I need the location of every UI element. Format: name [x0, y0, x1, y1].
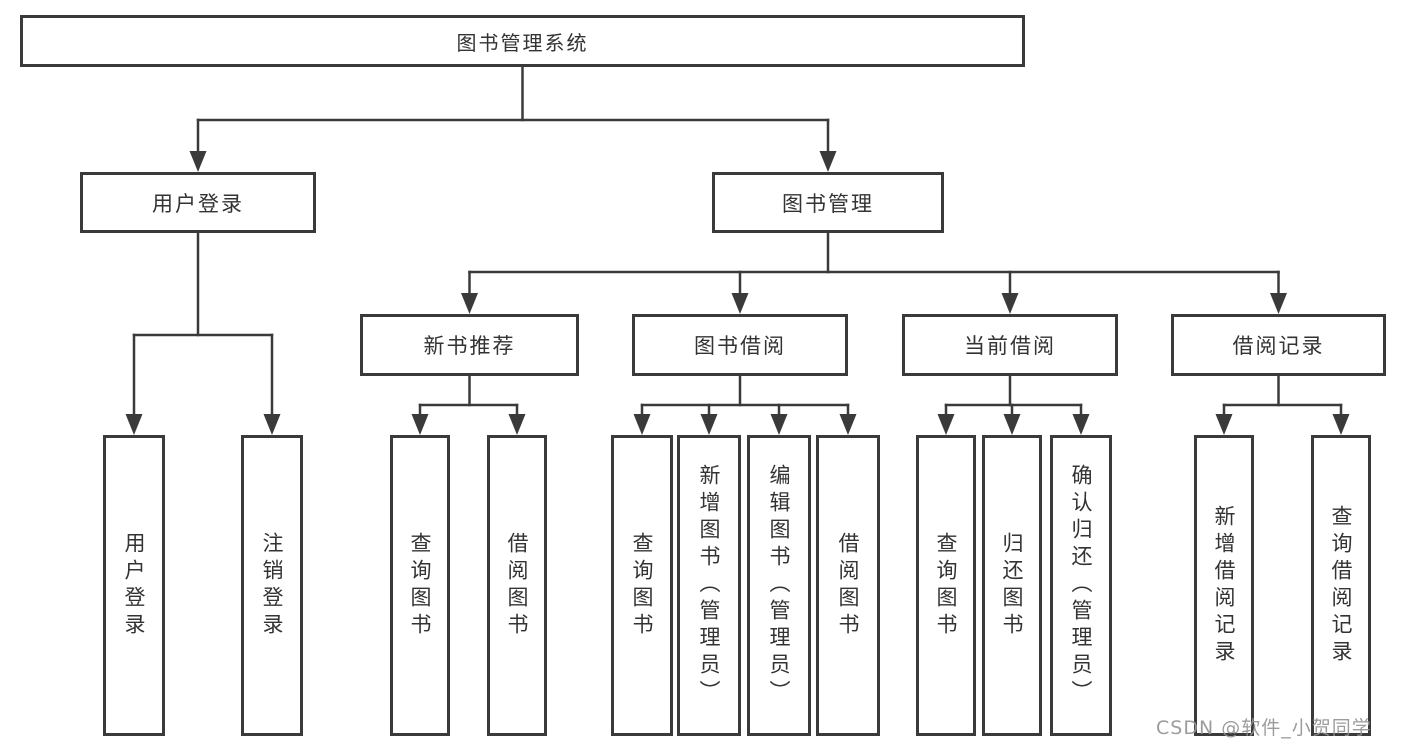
- node-label: 借阅记录: [1232, 334, 1325, 358]
- leaf-edit-books-admin: 编辑图书（管理员）: [747, 435, 811, 736]
- leaf-borrow-books-recommend: 借阅图书: [487, 435, 547, 736]
- csdn-watermark: CSDN @软件_小贺同学: [1156, 717, 1372, 739]
- node-book-management: 图书管理: [712, 172, 944, 233]
- node-current-borrowing: 当前借阅: [902, 314, 1118, 376]
- node-book-borrowing: 图书借阅: [632, 314, 848, 376]
- node-user-login: 用户登录: [80, 172, 316, 233]
- node-label: 确认归还（管理员）: [1069, 464, 1094, 707]
- leaf-return-books: 归还图书: [982, 435, 1042, 736]
- leaf-query-books-current: 查询图书: [916, 435, 976, 736]
- node-label: 图书借阅: [694, 334, 786, 358]
- node-label: 借阅图书: [836, 531, 861, 640]
- leaf-confirm-return-admin: 确认归还（管理员）: [1050, 435, 1112, 736]
- node-borrowing-records: 借阅记录: [1171, 314, 1386, 376]
- node-label: 编辑图书（管理员）: [767, 464, 792, 707]
- node-label: 当前借阅: [964, 334, 1056, 358]
- node-label: 查询借阅记录: [1329, 504, 1354, 667]
- leaf-add-books-admin: 新增图书（管理员）: [677, 435, 741, 736]
- leaf-query-borrow-record: 查询借阅记录: [1311, 435, 1371, 736]
- node-label: 借阅图书: [505, 531, 530, 640]
- node-label: 用户登录: [152, 191, 244, 216]
- leaf-logout-login: 注销登录: [241, 435, 303, 736]
- leaf-query-books-recommend: 查询图书: [390, 435, 450, 736]
- node-label: 用户登录: [122, 531, 147, 640]
- node-label: 注销登录: [260, 531, 285, 640]
- node-label: 图书管理: [782, 191, 874, 216]
- leaf-borrow-books: 借阅图书: [816, 435, 880, 736]
- node-label: 图书管理系统: [456, 30, 589, 55]
- node-label: 新增图书（管理员）: [697, 464, 722, 707]
- node-label: 新增借阅记录: [1212, 504, 1237, 667]
- node-label: 查询图书: [934, 531, 959, 640]
- leaf-add-borrow-record: 新增借阅记录: [1194, 435, 1254, 736]
- node-label: 查询图书: [630, 531, 655, 640]
- node-new-book-recommendation: 新书推荐: [360, 314, 579, 376]
- node-label: 归还图书: [1000, 531, 1025, 640]
- node-label: 新书推荐: [423, 334, 516, 358]
- node-label: 查询图书: [408, 531, 433, 640]
- node-library-management-system: 图书管理系统: [20, 15, 1025, 67]
- leaf-user-login: 用户登录: [103, 435, 165, 736]
- leaf-query-books-borrowing: 查询图书: [611, 435, 673, 736]
